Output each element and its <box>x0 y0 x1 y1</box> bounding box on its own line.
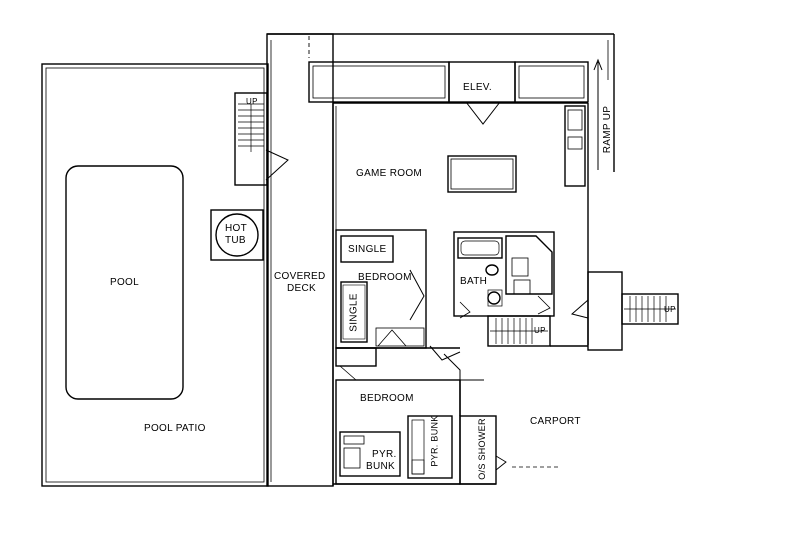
right-entry-landing <box>587 271 623 351</box>
right-stairs <box>621 293 679 325</box>
bath-label: BATH <box>460 276 488 287</box>
bathtub <box>457 237 503 259</box>
hot-tub-label-line2: TUB <box>225 235 246 246</box>
pool-patio-inner-outline <box>45 67 265 483</box>
lower-bedroom-label: BEDROOM <box>360 393 414 404</box>
hot-tub-frame <box>210 209 264 261</box>
outdoor-shower-label: O/S SHOWER <box>476 418 487 480</box>
hot-tub-label-line1: HOT <box>225 223 248 234</box>
closet-angled <box>505 235 553 295</box>
right-stairs-up-label: UP <box>664 305 676 314</box>
hall-closet <box>335 347 377 367</box>
kitchen-counter <box>564 105 586 187</box>
single-bed-side-label: SINGLE <box>348 293 360 332</box>
ramp-up-label: RAMP UP <box>602 105 614 154</box>
hall-door <box>429 345 461 361</box>
covered-deck-label-line1: COVERED <box>274 271 326 282</box>
right-entry-door <box>570 299 589 319</box>
left-stairs-door <box>265 149 289 181</box>
hot-tub <box>215 213 259 257</box>
single-bed-top <box>340 235 394 263</box>
covered-deck-label-line2: DECK <box>287 283 316 294</box>
game-table <box>447 155 517 193</box>
elevator-label: ELEV. <box>463 82 492 93</box>
sink <box>487 291 501 305</box>
bath <box>453 231 555 317</box>
pyr-bunk-left <box>339 431 401 477</box>
carport-label: CARPORT <box>530 416 581 427</box>
pool-patio-label: POOL PATIO <box>144 423 206 434</box>
left-stairs-up-label: UP <box>246 97 258 106</box>
center-stairs-up-label: UP <box>534 326 546 335</box>
top-counter-right <box>514 61 589 103</box>
center-stairs <box>487 315 551 347</box>
single-bed-top-label: SINGLE <box>348 244 387 255</box>
pool-label: POOL <box>110 277 139 288</box>
pyr-bunk-right <box>407 415 453 479</box>
pool <box>65 165 184 400</box>
pyr-bunk-left-label-line1: PYR. <box>372 449 397 460</box>
bath-door <box>459 301 471 319</box>
upper-bedroom-closet-door <box>409 269 425 321</box>
upper-bedroom-label: BEDROOM <box>358 272 412 283</box>
elevator-door-swing <box>465 101 501 125</box>
pyr-bunk-left-label-line2: BUNK <box>366 461 395 472</box>
left-stair-treads <box>238 103 264 152</box>
single-bed-side <box>340 281 368 343</box>
toilet <box>485 264 499 276</box>
pyr-bunk-right-label: PYR. BUNK <box>429 415 440 467</box>
pool-patio-outline <box>41 63 269 487</box>
game-room-label: GAME ROOM <box>356 168 423 179</box>
top-counter-left <box>308 61 450 103</box>
